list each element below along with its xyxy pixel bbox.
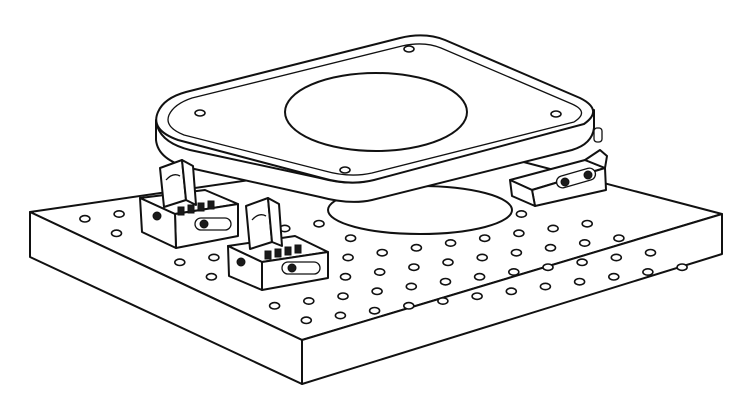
grid-hole bbox=[610, 253, 623, 262]
grid-hole bbox=[79, 214, 91, 223]
grid-hole bbox=[473, 272, 486, 281]
grid-hole bbox=[507, 267, 520, 276]
clamp-left-pin-icon bbox=[152, 211, 162, 221]
grid-hole bbox=[205, 272, 218, 281]
clamp-middle-base-side bbox=[227, 245, 263, 291]
grid-hole bbox=[208, 253, 220, 262]
grid-hole bbox=[547, 224, 559, 233]
grid-holes bbox=[79, 210, 688, 325]
grid-hole bbox=[344, 234, 357, 243]
pallet-corner-hole bbox=[339, 166, 351, 174]
clamp-middle bbox=[227, 197, 329, 291]
grid-hole bbox=[573, 277, 586, 286]
grid-hole bbox=[339, 272, 352, 281]
grid-hole bbox=[513, 229, 525, 238]
grid-hole bbox=[676, 263, 688, 272]
grid-hole bbox=[300, 316, 313, 325]
grid-hole bbox=[302, 296, 315, 305]
clamp-right-screw-icon bbox=[560, 177, 570, 187]
grid-hole bbox=[439, 277, 452, 286]
clamp-left-upright-side bbox=[181, 159, 197, 206]
clamp-right-screw-icon-2 bbox=[583, 170, 593, 180]
grid-hole bbox=[405, 282, 418, 291]
clamp-middle-upright-notch bbox=[251, 214, 267, 221]
grid-hole bbox=[642, 267, 654, 276]
grid-hole bbox=[410, 243, 423, 252]
grid-hole bbox=[581, 219, 594, 228]
grid-hole bbox=[437, 296, 449, 305]
grid-hole bbox=[373, 267, 386, 276]
pallet-corner-hole bbox=[550, 110, 562, 118]
grid-hole bbox=[510, 248, 523, 257]
grid-hole bbox=[539, 282, 552, 291]
grid-hole bbox=[607, 272, 620, 281]
grid-hole bbox=[478, 234, 491, 243]
clamp-right-jaw bbox=[584, 149, 608, 169]
clamp-left bbox=[139, 159, 239, 249]
grid-hole bbox=[476, 253, 489, 262]
grid-hole bbox=[371, 287, 383, 296]
grid-hole bbox=[368, 306, 381, 315]
grid-hole bbox=[342, 253, 354, 262]
pallet-corner-hole bbox=[403, 45, 415, 53]
pallet bbox=[155, 34, 603, 203]
grid-hole bbox=[110, 229, 123, 238]
pallet-center-disc bbox=[284, 72, 468, 152]
grid-hole bbox=[313, 219, 325, 228]
grid-hole bbox=[402, 301, 415, 310]
grid-hole bbox=[268, 301, 281, 310]
grid-hole bbox=[515, 210, 528, 219]
grid-hole bbox=[578, 239, 591, 248]
pallet-side-nub bbox=[593, 127, 603, 143]
grid-hole bbox=[576, 258, 588, 267]
grid-hole bbox=[544, 243, 557, 252]
clamp-middle-teeth bbox=[264, 244, 302, 260]
grid-hole bbox=[471, 292, 483, 301]
grid-hole bbox=[113, 210, 125, 219]
clamp-left-screw-icon bbox=[199, 219, 209, 229]
grid-hole bbox=[644, 248, 657, 257]
grid-hole bbox=[174, 258, 186, 267]
grid-hole bbox=[376, 248, 389, 257]
clamp-right bbox=[509, 149, 608, 207]
grid-hole bbox=[444, 239, 457, 248]
clamp-middle-screw-icon bbox=[287, 263, 297, 273]
clamp-middle-pin-icon bbox=[236, 257, 246, 267]
pallet-corner-hole bbox=[194, 109, 206, 117]
grid-hole bbox=[334, 311, 347, 320]
clamp-right-body-left bbox=[509, 179, 536, 207]
grid-hole bbox=[542, 263, 554, 272]
grid-hole bbox=[505, 287, 518, 296]
grid-hole bbox=[613, 234, 625, 243]
grid-hole bbox=[442, 258, 454, 267]
grid-hole bbox=[408, 263, 420, 272]
clamp-left-teeth bbox=[177, 200, 215, 216]
clamp-left-upright-notch bbox=[165, 174, 181, 181]
clamp-middle-upright-side bbox=[267, 197, 283, 247]
grid-hole bbox=[337, 292, 349, 301]
clamp-left-base-side bbox=[139, 197, 177, 249]
